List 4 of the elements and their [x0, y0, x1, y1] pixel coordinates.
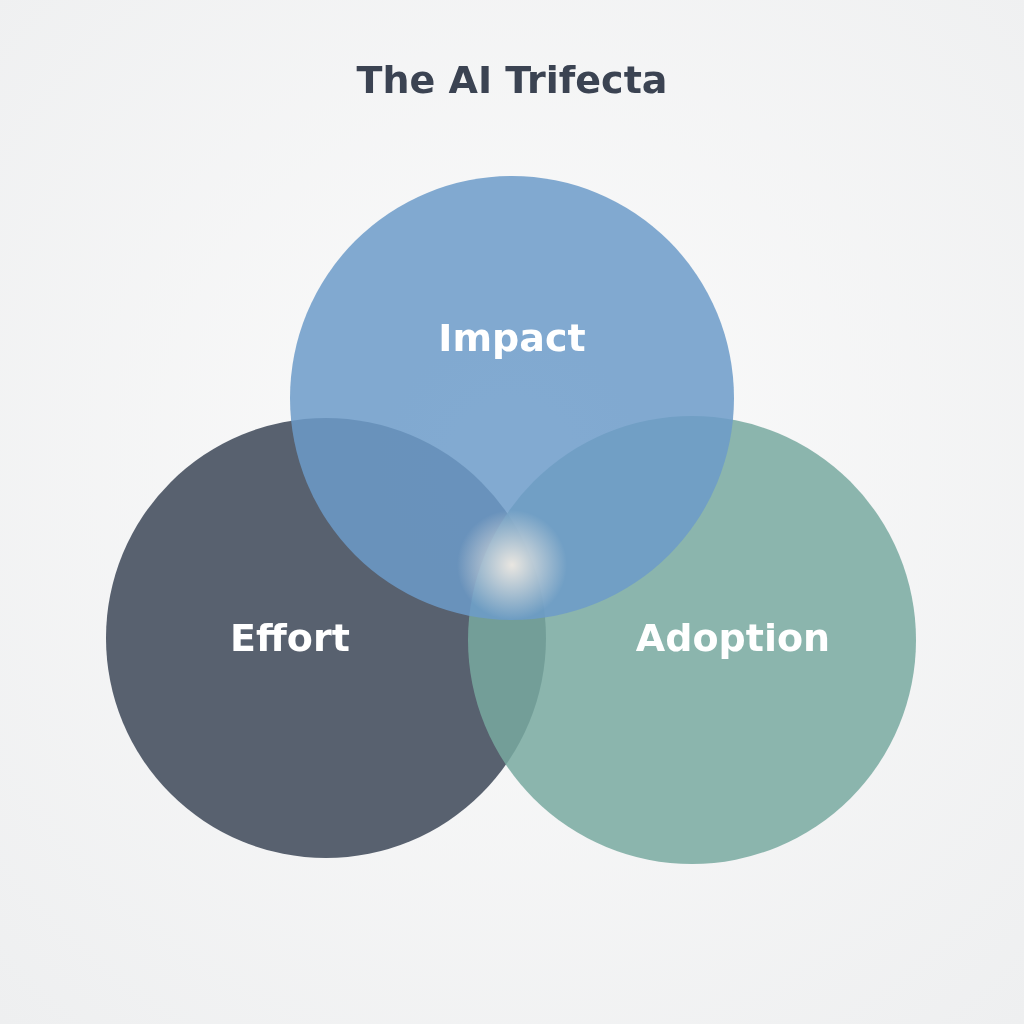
circle-label: Adoption	[635, 616, 831, 660]
circle-label: Impact	[438, 316, 586, 360]
diagram-title: The AI Trifecta	[356, 58, 668, 102]
circle-label: Effort	[230, 616, 350, 660]
